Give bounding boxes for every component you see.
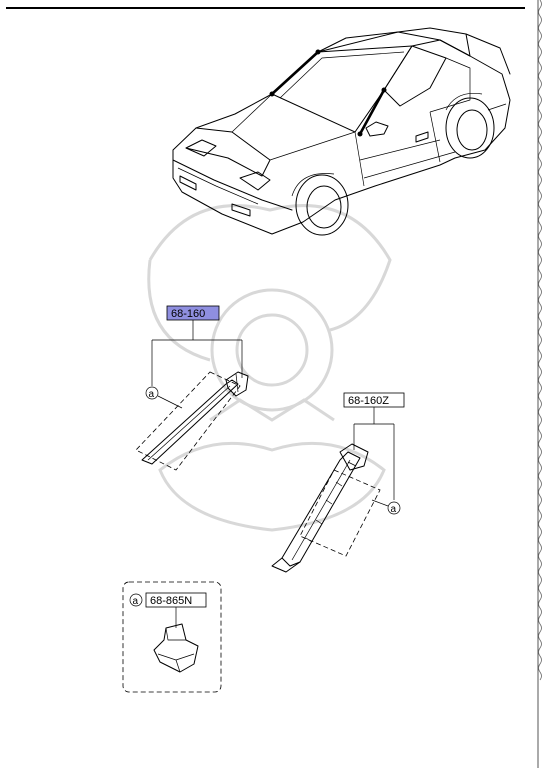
part-68-865N-label: 68-865N [150, 595, 192, 607]
callout-a-right: a [391, 504, 397, 515]
part-68-160-label: 68-160 [171, 308, 205, 320]
car-illustration [172, 27, 511, 236]
watermark-emblem [147, 204, 392, 532]
callout-a-left: a [149, 389, 155, 400]
part-68-865N-detail: a 68-865N [122, 581, 222, 693]
page-edge [537, 0, 542, 768]
part-68-160Z: 68-160Z a [271, 392, 405, 573]
part-68-160: 68-160 a [135, 305, 249, 471]
part-68-160Z-label: 68-160Z [348, 395, 389, 407]
callout-a-detail: a [133, 596, 139, 607]
